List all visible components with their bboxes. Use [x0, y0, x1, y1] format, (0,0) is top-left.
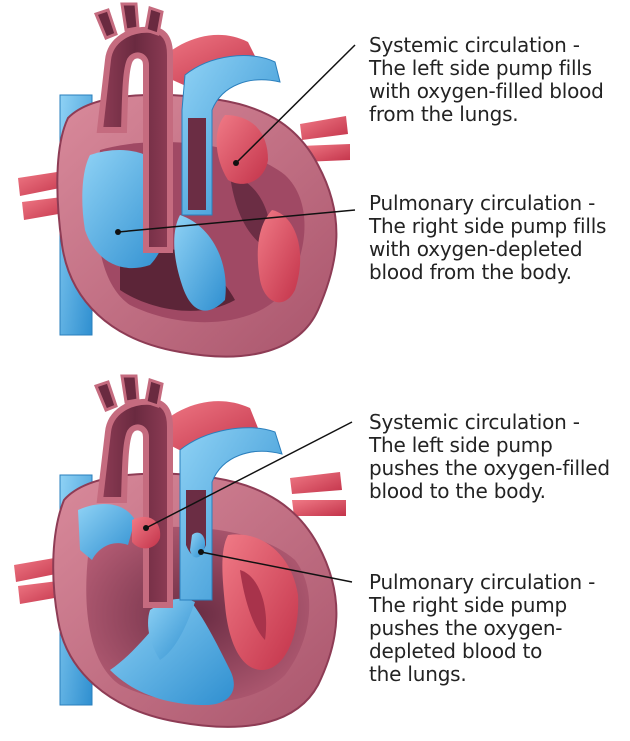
aortic-branch-1 [96, 10, 116, 38]
pulmonary-trunk-inner [188, 118, 206, 210]
label-line: The left side pump [369, 434, 627, 457]
label-line: blood to the body. [369, 480, 627, 503]
label-line: with oxygen-depleted [369, 238, 627, 261]
diagram-panel-pumping: Systemic circulation - The left side pum… [0, 370, 630, 741]
pulmonary-vein-right [300, 116, 348, 140]
heart-cross-section-icon [0, 370, 380, 741]
label-line: blood from the body. [369, 261, 627, 284]
label-line: The right side pump fills [369, 215, 627, 238]
aortic-branch-3 [146, 380, 162, 406]
label-line: The right side pump [369, 594, 627, 617]
label-systemic-filling: Systemic circulation - The left side pum… [369, 34, 627, 126]
aortic-branch-2 [122, 4, 138, 30]
heart-cross-section-icon [0, 0, 380, 371]
pulmonary-vein-right-2 [292, 500, 346, 516]
aortic-branch-1 [96, 382, 116, 410]
label-pulmonary-pumping: Pulmonary circulation - The right side p… [369, 571, 627, 686]
label-line: depleted blood to [369, 640, 627, 663]
label-line: from the lungs. [369, 103, 627, 126]
label-line: Systemic circulation - [369, 34, 627, 57]
label-pulmonary-filling: Pulmonary circulation - The right side p… [369, 192, 627, 284]
label-systemic-pumping: Systemic circulation - The left side pum… [369, 411, 627, 503]
label-line: with oxygen-filled blood [369, 80, 627, 103]
aortic-branch-3 [146, 8, 162, 34]
label-line: Pulmonary circulation - [369, 571, 627, 594]
label-line: the lungs. [369, 663, 627, 686]
pulmonary-vein-right [290, 472, 342, 494]
label-line: pushes the oxygen- [369, 617, 627, 640]
label-line: Pulmonary circulation - [369, 192, 627, 215]
label-line: The left side pump fills [369, 57, 627, 80]
aortic-branch-2 [122, 376, 138, 402]
label-line: Systemic circulation - [369, 411, 627, 434]
diagram-panel-filling: Systemic circulation - The left side pum… [0, 0, 630, 370]
label-line: pushes the oxygen-filled [369, 457, 627, 480]
